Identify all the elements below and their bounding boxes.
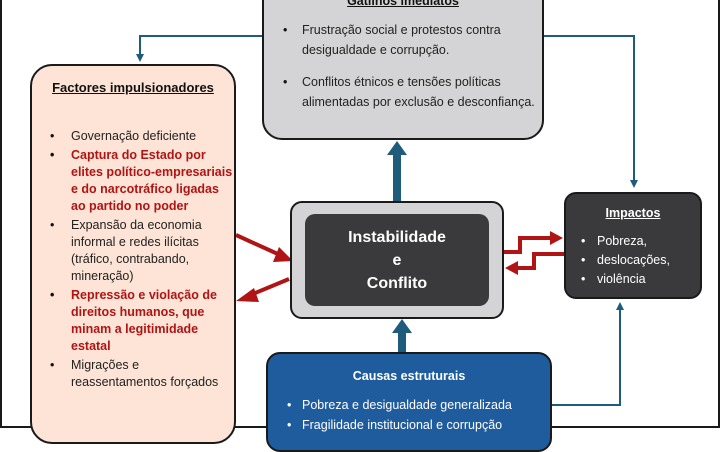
center-line-3: Conflito <box>366 274 428 292</box>
factores-item: Expansão da economia informal e redes il… <box>46 217 236 285</box>
impactos-item: violência <box>578 270 702 289</box>
factores-item: Migrações e reassentamentos forçados <box>46 357 236 391</box>
impactos-list: Pobreza, deslocações, violência <box>578 232 702 289</box>
gatilhos-imediatos-box: Gatilhos imediatos Frustração social e p… <box>262 0 544 140</box>
gatilhos-item: Frustração social e protestos contra des… <box>278 20 538 60</box>
impactos-item: Pobreza, <box>578 232 702 251</box>
causas-item: Pobreza e desigualdade generalizada <box>282 395 554 415</box>
causas-item: Fragilidade institucional e corrupção <box>282 415 554 435</box>
factores-item-highlight: Repressão e violação de direitos humanos… <box>46 287 236 355</box>
impactos-title: Impactos <box>605 206 661 220</box>
gatilhos-item: Conflitos étnicos e tensões políticas al… <box>278 72 538 112</box>
gatilhos-list: Frustração social e protestos contra des… <box>278 20 538 124</box>
gatilhos-title: Gatilhos imediatos <box>347 0 459 8</box>
factores-title: Factores impulsionadores <box>52 80 214 95</box>
impactos-box: Impactos Pobreza, deslocações, violência <box>564 192 702 299</box>
causas-list: Pobreza e desigualdade generalizada Frag… <box>282 395 554 435</box>
factores-item: Governação deficiente <box>46 128 236 145</box>
causas-title: Causas estruturais <box>352 369 466 383</box>
causas-estruturais-box: Causas estruturais Pobreza e desigualdad… <box>266 352 552 452</box>
factores-list: Governação deficiente Captura do Estado … <box>46 128 236 393</box>
factores-impulsionadores-box: Factores impulsionadores Governação defi… <box>30 64 236 444</box>
factores-item-highlight: Captura do Estado por elites político-em… <box>46 147 236 215</box>
impactos-item: deslocações, <box>578 251 702 270</box>
center-line-2: e <box>392 251 402 269</box>
center-line-1: Instabilidade <box>348 228 446 246</box>
instabilidade-conflito-box: Instabilidade e Conflito <box>305 214 489 306</box>
